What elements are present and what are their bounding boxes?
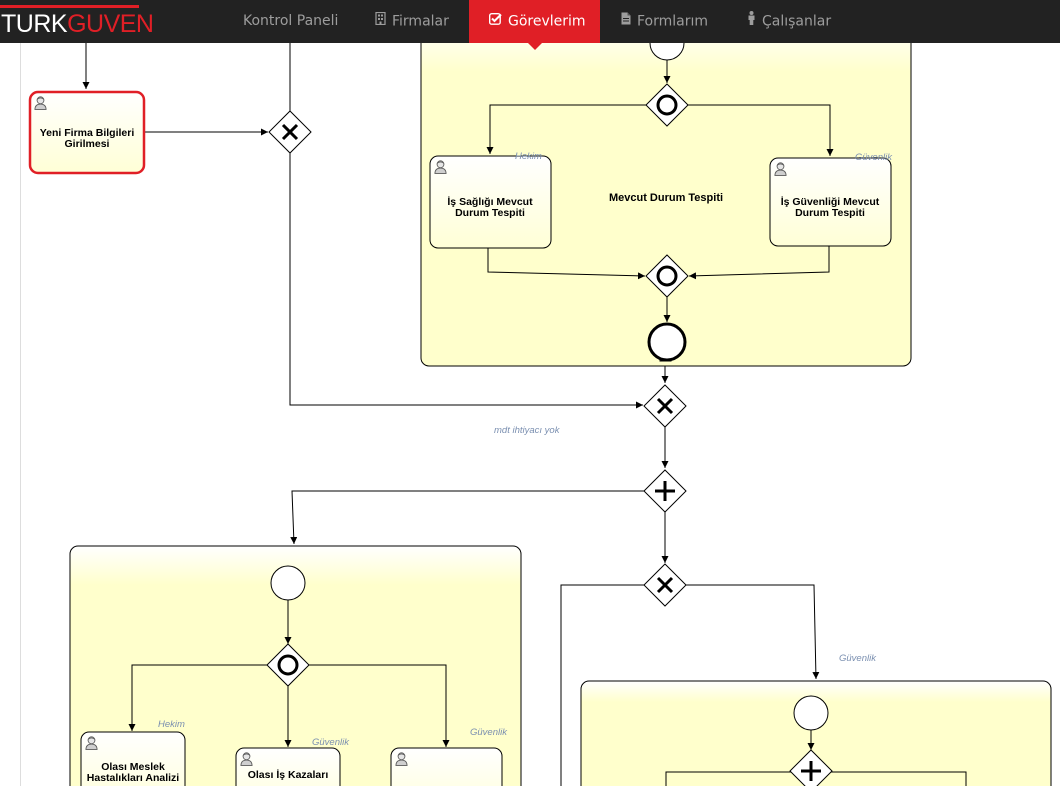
nav-firmalar[interactable]: Firmalar (375, 0, 449, 43)
active-caret (527, 43, 542, 50)
person-icon (747, 0, 756, 43)
nav-item-label: Kontrol Paneli (243, 13, 339, 29)
task-label: Durum Tespiti (455, 207, 525, 219)
task-is-sagligi[interactable]: İş Sağlığı Mevcut Durum Tespiti (429, 155, 552, 249)
lane-label-guvenlik: Güvenlik (312, 737, 350, 748)
parallel-gateway[interactable] (789, 749, 833, 786)
sequence-flow[interactable] (688, 104, 834, 156)
task-label: İş Güvenliği Mevcut (781, 195, 880, 208)
check-square-icon (488, 0, 502, 43)
building-icon (375, 0, 386, 43)
left-border (20, 43, 21, 786)
task-label: Girilmesi (65, 138, 110, 150)
lane-label-hekim: Hekim (158, 719, 185, 730)
task-label: Durum Tespiti (795, 207, 865, 219)
inclusive-gateway[interactable] (645, 83, 689, 127)
lane-label-guvenlik: Güvenlik (470, 727, 508, 738)
task-olasi-meslek[interactable]: Olası Meslek Hastalıkları Analizi (80, 731, 186, 786)
nav-item-label: Formlarım (637, 13, 709, 30)
start-event[interactable] (270, 565, 306, 601)
file-icon (621, 0, 631, 43)
nav-formlarim[interactable]: Formlarım (621, 0, 708, 43)
brand-logo-part2: GUVEN (67, 10, 154, 38)
sequence-flow[interactable] (487, 248, 646, 280)
inclusive-gateway[interactable] (645, 254, 689, 298)
nav-kontrol-paneli[interactable]: Kontrol Paneli (243, 0, 338, 43)
nav-item-label: Görevlerim (508, 13, 586, 30)
start-event[interactable] (793, 695, 829, 731)
lane-label-guvenlik: Güvenlik (839, 653, 877, 664)
nav-item-label: Firmalar (392, 13, 449, 30)
task-label: Hastalıkları Analizi (87, 772, 179, 784)
exclusive-gateway[interactable] (643, 384, 687, 428)
task-label: İş Sağlığı Mevcut (447, 195, 533, 208)
exclusive-gateway[interactable] (268, 110, 312, 154)
nav-calisanlar[interactable]: Çalışanlar (747, 0, 831, 43)
parallel-gateway[interactable] (643, 469, 687, 513)
brand-accent-bar (0, 5, 139, 8)
task-yeni-firma[interactable]: Yeni Firma Bilgileri Girilmesi (28, 90, 146, 175)
brand-logo-part1: TURK (1, 10, 68, 38)
subprocess-label: Mevcut Durum Tespiti (609, 192, 723, 204)
lane-label-hekim: Hekim (515, 151, 542, 162)
sequence-flow[interactable] (309, 664, 450, 747)
exclusive-gateway[interactable] (643, 563, 687, 607)
sequence-flow[interactable] (486, 104, 646, 154)
task-is-guvenligi[interactable]: İş Güvenliği Mevcut Durum Tespiti (769, 157, 892, 247)
top-navbar: TURKGUVEN Kontrol Paneli Firmalar Görevl… (0, 0, 1060, 50)
sequence-flow[interactable] (128, 664, 267, 731)
task-label: Olası Meslek (101, 761, 165, 773)
flow-condition-label: mdt ihtiyacı yok (494, 425, 561, 436)
lane-label-guvenlik: Güvenlik (855, 152, 893, 163)
task-third-lower[interactable] (390, 747, 503, 786)
sequence-flow[interactable] (289, 152, 643, 409)
end-event[interactable] (647, 322, 687, 362)
nav-gorevlerim[interactable]: Görevlerim (469, 0, 600, 50)
sequence-flow[interactable] (290, 490, 644, 545)
sequence-flow[interactable] (688, 246, 830, 280)
brand-logo[interactable]: TURKGUVEN (1, 9, 154, 39)
task-label: Yeni Firma Bilgileri (40, 127, 135, 139)
sequence-flow[interactable] (686, 584, 820, 680)
task-olasi-is-kazalari[interactable]: Olası İş Kazaları (235, 747, 341, 786)
nav-item-label: Çalışanlar (762, 13, 832, 30)
sequence-flow[interactable] (560, 584, 644, 786)
inclusive-gateway[interactable] (266, 643, 310, 687)
task-label: Olası İş Kazaları (248, 768, 329, 781)
subprocess-lower-right[interactable] (580, 680, 1052, 786)
